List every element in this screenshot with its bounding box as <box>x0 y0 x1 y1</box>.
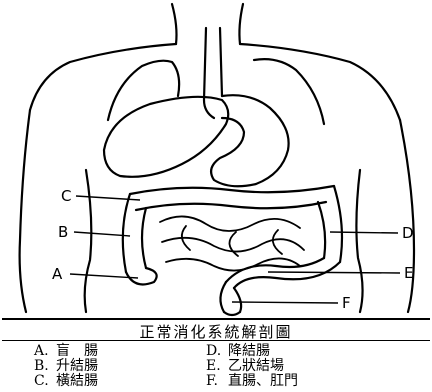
small-intestine <box>273 230 282 254</box>
diagram-caption: 正常消化系統解剖圖 <box>0 321 432 342</box>
cecum <box>126 268 157 284</box>
callout-label-f: F <box>342 296 351 311</box>
anus <box>224 312 240 315</box>
leader-line-e <box>268 272 400 273</box>
stomach <box>211 95 289 186</box>
legend-text: 盲 腸 <box>56 343 98 359</box>
ascending-colon <box>142 208 146 268</box>
rectum <box>220 282 226 312</box>
rectum <box>234 288 241 312</box>
esophagus <box>220 28 222 96</box>
leader-line-f <box>232 302 338 303</box>
leader-line-b <box>74 232 130 236</box>
callout-label-b: B <box>58 225 68 240</box>
descending-colon <box>318 202 325 258</box>
legend-text: 升結腸 <box>56 358 98 374</box>
neck-outline <box>239 4 243 44</box>
legend: A.盲 腸 D.降結腸 B.升結腸 E.乙狀結場 C.橫結腸 F.直腸、肛門 <box>34 344 414 389</box>
legend-key: C. <box>34 374 56 389</box>
left-shoulder-outline <box>30 44 176 110</box>
legend-key: E. <box>206 359 228 374</box>
legend-key: B. <box>34 359 56 374</box>
liver <box>104 97 228 177</box>
digestive-system-illustration <box>0 0 432 320</box>
transverse-colon <box>136 202 326 210</box>
right-lung <box>254 59 324 124</box>
callout-label-c: C <box>61 189 71 204</box>
caption-top-rule <box>2 318 430 320</box>
neck-outline <box>172 4 177 44</box>
small-intestine <box>166 258 300 270</box>
leader-line-d <box>330 232 398 233</box>
small-intestine <box>160 216 300 231</box>
legend-text: 乙狀結場 <box>228 358 284 374</box>
right-arm-outline <box>400 120 414 312</box>
left-torso-outline <box>85 170 92 312</box>
callout-label-a: A <box>52 267 62 282</box>
right-torso-outline <box>356 170 362 312</box>
leader-line-c <box>76 196 140 200</box>
descending-colon <box>334 186 342 262</box>
legend-key: A. <box>34 344 56 359</box>
legend-text: 橫結腸 <box>56 373 98 389</box>
legend-key: F. <box>206 374 228 389</box>
left-arm-outline <box>20 110 30 312</box>
caption-bottom-rule <box>2 340 430 341</box>
legend-text: 降結腸 <box>228 343 270 359</box>
legend-text: 直腸、肛門 <box>228 373 298 389</box>
legend-row: B.升結腸 E.乙狀結場 <box>34 359 414 374</box>
callout-label-d: D <box>402 226 414 241</box>
transverse-colon <box>130 186 334 194</box>
legend-row: C.橫結腸 F.直腸、肛門 <box>34 374 414 389</box>
callout-label-e: E <box>404 266 413 281</box>
legend-row: A.盲 腸 D.降結腸 <box>34 344 414 359</box>
ascending-colon <box>123 194 130 272</box>
legend-key: D. <box>206 344 228 359</box>
esophagus <box>204 28 214 118</box>
left-lung <box>108 61 179 120</box>
